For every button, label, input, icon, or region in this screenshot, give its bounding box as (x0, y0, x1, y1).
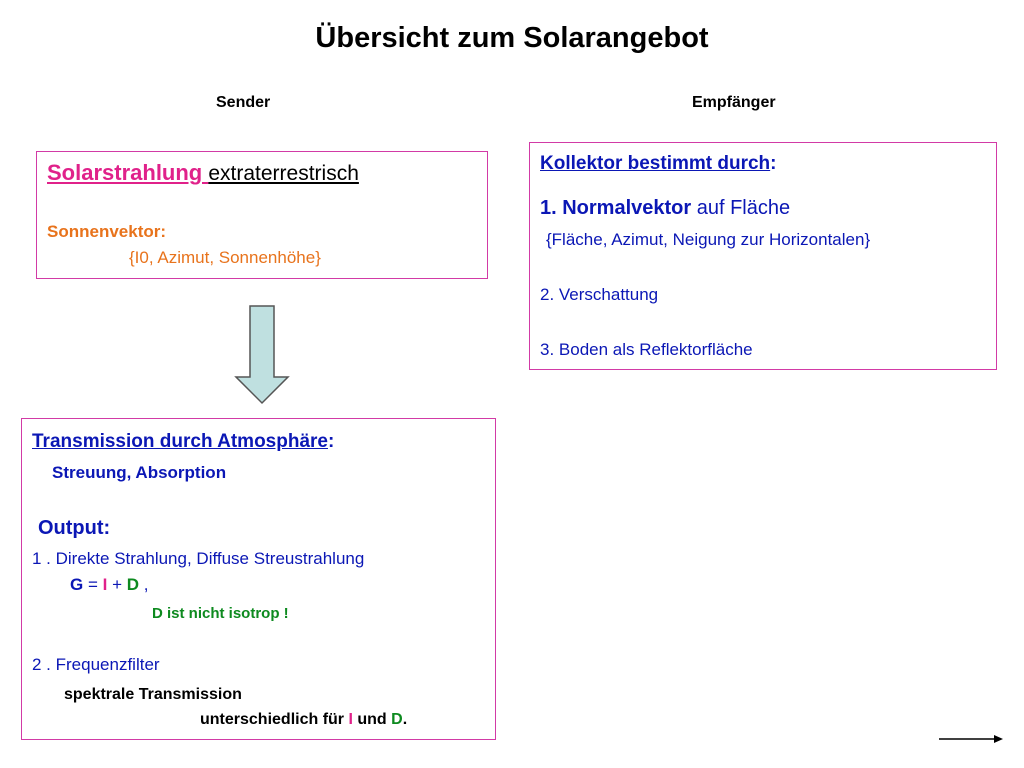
formula-line: G = I + D , (70, 575, 149, 594)
extraterrestrisch-label: extraterrestrisch (208, 162, 359, 185)
transmission-box: Transmission durch Atmosphäre: Streuung,… (21, 418, 496, 740)
solarstrahlung-label: Solarstrahlung (47, 160, 209, 185)
output-label: Output: (38, 517, 111, 539)
spektrale-transmission: spektrale Transmission (64, 686, 242, 703)
receiver-item-3: 3. Boden als Reflektorfläche (540, 340, 753, 359)
page-title: Übersicht zum Solarangebot (315, 22, 709, 54)
receiver-item-1: 1. Normalvektor auf Fläche (540, 197, 791, 219)
receiver-item-1-detail: {Fläche, Azimut, Neigung zur Horizontale… (546, 230, 871, 249)
right-arrow-icon[interactable] (938, 733, 1004, 745)
receiver-box: Kollektor bestimmt durch: 1. Normalvekto… (529, 142, 997, 370)
column-heading-empfaenger: Empfänger (692, 94, 776, 111)
column-heading-sender: Sender (216, 94, 271, 111)
transmission-item-1: 1 . Direkte Strahlung, Diffuse Streustra… (32, 549, 365, 568)
normalvektor-label: 1. Normalvektor (540, 197, 692, 219)
transmission-heading-text: Transmission durch Atmosphäre (32, 431, 328, 452)
sender-box: Solarstrahlung extraterrestrisch Sonnenv… (36, 151, 488, 279)
unterschiedlich-line: unterschiedlich für I und D. (200, 711, 408, 728)
isotrop-note: D ist nicht isotrop ! (152, 605, 289, 622)
down-arrow-icon (234, 305, 290, 405)
sonnenvektor-value: {I0, Azimut, Sonnenhöhe} (129, 248, 321, 267)
transmission-item-2: 2 . Frequenzfilter (32, 655, 160, 674)
receiver-item-2: 2. Verschattung (540, 285, 659, 304)
streuung-absorption: Streuung, Absorption (52, 463, 227, 482)
kollektor-heading: Kollektor bestimmt durch (540, 153, 771, 174)
receiver-heading: Kollektor bestimmt durch: (540, 153, 777, 174)
transmission-heading: Transmission durch Atmosphäre: (32, 431, 335, 452)
sonnenvektor-label: Sonnenvektor: (47, 222, 167, 241)
sender-heading: Solarstrahlung extraterrestrisch (47, 160, 359, 186)
